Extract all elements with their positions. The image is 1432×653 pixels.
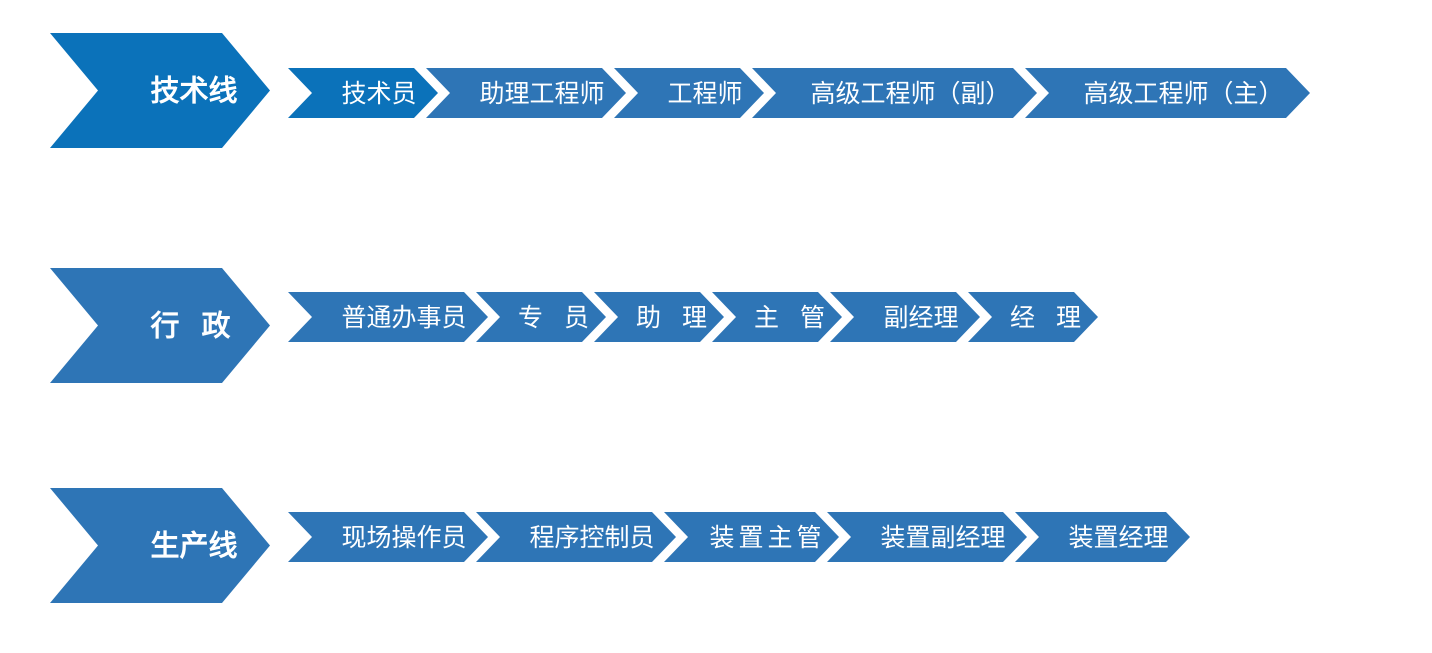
step-chevron-production-track-0[interactable] — [288, 512, 488, 562]
step-chevron-administrative-track-0[interactable] — [288, 292, 488, 342]
step-chevron-technical-track-2[interactable] — [614, 68, 764, 118]
step-chevron-administrative-track-5[interactable] — [968, 292, 1098, 342]
step-chevron-administrative-track-3[interactable] — [712, 292, 842, 342]
step-label-production-track-4: 装置经理 — [1068, 524, 1168, 552]
step-chevron-administrative-track-2[interactable] — [594, 292, 724, 342]
step-chevron-production-track-2[interactable] — [664, 512, 839, 562]
step-label-administrative-track-3: 主 管 — [754, 304, 832, 332]
step-label-technical-track-0: 技术员 — [341, 80, 416, 108]
step-chevron-technical-track-4[interactable] — [1025, 68, 1310, 118]
step-chevron-administrative-track-4[interactable] — [830, 292, 980, 342]
track-label-text-production-track: 生产线 — [150, 530, 237, 563]
step-label-production-track-1: 程序控制员 — [529, 524, 654, 552]
step-label-technical-track-2: 工程师 — [667, 80, 742, 108]
step-label-technical-track-1: 助理工程师 — [479, 80, 604, 108]
step-label-administrative-track-5: 经 理 — [1010, 304, 1088, 332]
step-label-production-track-3: 装置副经理 — [880, 524, 1005, 552]
step-chevron-production-track-3[interactable] — [827, 512, 1027, 562]
step-label-administrative-track-4: 副经理 — [883, 304, 958, 332]
track-label-chevron-production-track[interactable] — [50, 488, 270, 603]
track-label-text-administrative-track: 行 政 — [149, 310, 237, 343]
step-chevron-technical-track-0[interactable] — [288, 68, 438, 118]
track-label-text-technical-track: 技术线 — [150, 75, 237, 108]
step-label-production-track-0: 现场操作员 — [341, 524, 466, 552]
track-label-chevron-administrative-track[interactable] — [50, 268, 270, 383]
step-chevron-production-track-1[interactable] — [476, 512, 676, 562]
step-label-administrative-track-1: 专 员 — [518, 304, 596, 332]
track-label-chevron-technical-track[interactable] — [50, 33, 270, 148]
step-label-technical-track-3: 高级工程师（副） — [810, 80, 1010, 108]
step-label-technical-track-4: 高级工程师（主） — [1083, 80, 1283, 108]
step-chevron-technical-track-3[interactable] — [752, 68, 1037, 118]
step-label-administrative-track-2: 助 理 — [636, 304, 714, 332]
step-label-production-track-2: 装置主管 — [709, 524, 825, 552]
step-chevron-production-track-4[interactable] — [1015, 512, 1190, 562]
step-chevron-administrative-track-1[interactable] — [476, 292, 606, 342]
step-chevron-technical-track-1[interactable] — [426, 68, 626, 118]
step-label-administrative-track-0: 普通办事员 — [341, 304, 466, 332]
